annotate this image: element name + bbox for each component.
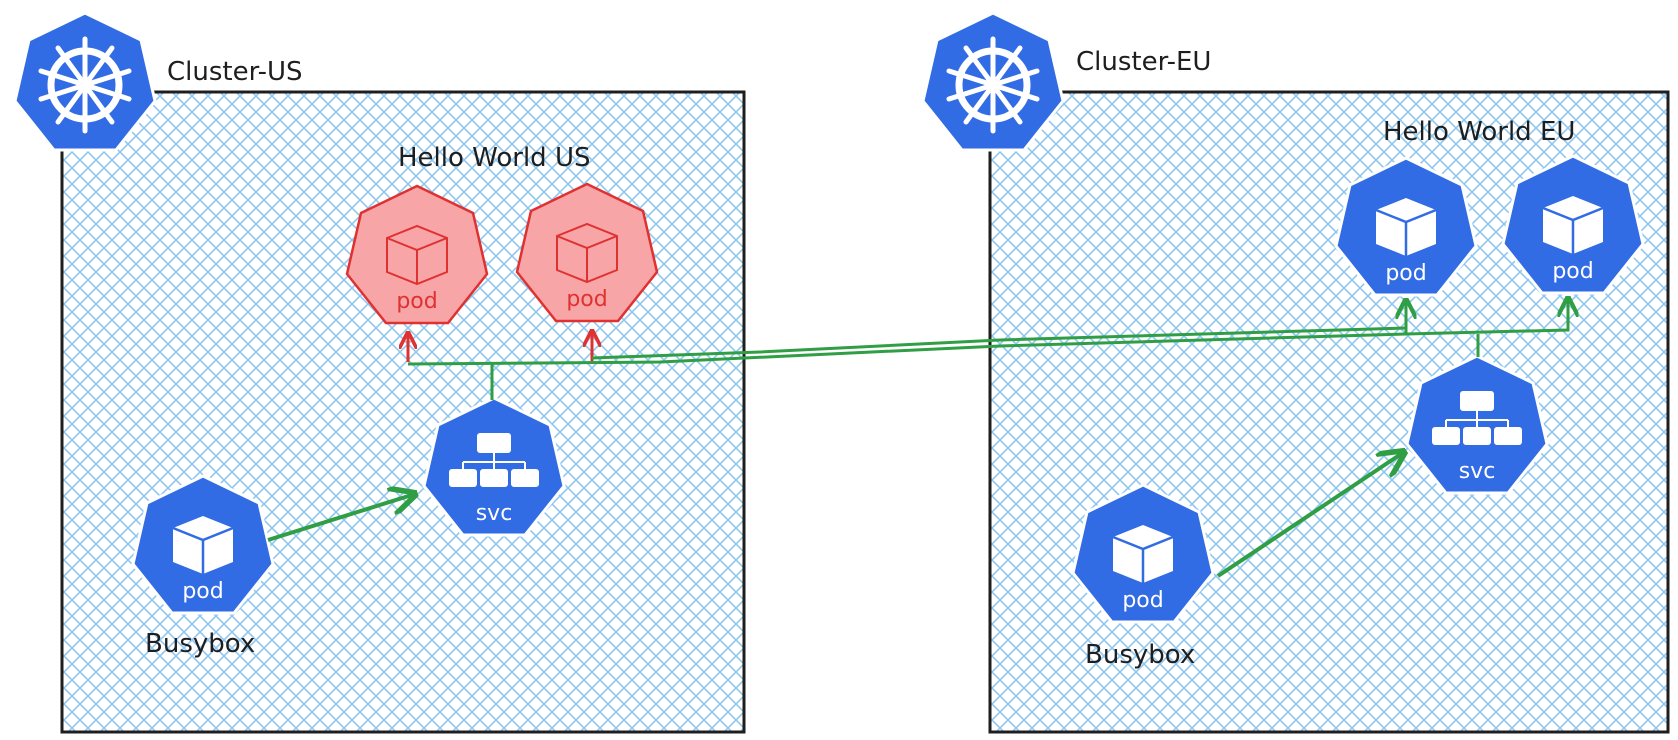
pod-label: pod — [1552, 259, 1593, 284]
hello-world-us-label: Hello World US — [398, 143, 590, 173]
hello-pod-us-1: pod — [345, 184, 489, 325]
hello-pod-eu-2: pod — [1501, 154, 1645, 295]
cube-icon — [1112, 525, 1174, 583]
cross-cluster-routing — [407, 318, 1570, 366]
cube-icon — [386, 224, 448, 286]
cluster-eu: Cluster-EU Hello World EU pod pod — [921, 11, 1670, 734]
cube-icon — [1542, 196, 1604, 254]
busybox-us-label: Busybox — [145, 629, 255, 659]
service-eu: svc — [1405, 354, 1549, 495]
pod-label: pod — [1122, 588, 1163, 613]
pod-label: pod — [396, 289, 437, 314]
routing-bus-us-to-eu — [407, 318, 1570, 366]
busybox-us-to-svc-link — [267, 494, 415, 542]
cluster-us-label: Cluster-US — [167, 57, 303, 87]
cube-icon — [172, 516, 234, 574]
busybox-pod-us: pod — [131, 474, 275, 615]
cube-icon — [1375, 198, 1437, 256]
cluster-eu-label: Cluster-EU — [1076, 47, 1211, 77]
cluster-us: Cluster-US Hello World US pod pod — [13, 11, 746, 734]
hello-pod-us-2: pod — [515, 182, 659, 323]
kubernetes-helm-icon — [921, 11, 1065, 152]
kubernetes-helm-icon — [13, 11, 157, 152]
pod-label: pod — [182, 579, 223, 604]
pod-label: pod — [566, 287, 607, 312]
svc-label: svc — [1459, 459, 1496, 484]
busybox-eu-to-svc-link — [1216, 452, 1404, 578]
network-tree-icon — [1432, 391, 1522, 445]
svc-label: svc — [476, 501, 513, 526]
busybox-pod-eu: pod — [1071, 483, 1215, 624]
service-us: svc — [422, 396, 566, 537]
pod-label: pod — [1385, 261, 1426, 286]
hello-world-eu-label: Hello World EU — [1383, 117, 1575, 147]
hello-pod-eu-1: pod — [1334, 156, 1478, 297]
busybox-eu-label: Busybox — [1085, 640, 1195, 670]
network-tree-icon — [449, 433, 539, 487]
routing-bus-eu-to-us — [591, 326, 1407, 360]
cube-icon — [556, 222, 618, 284]
